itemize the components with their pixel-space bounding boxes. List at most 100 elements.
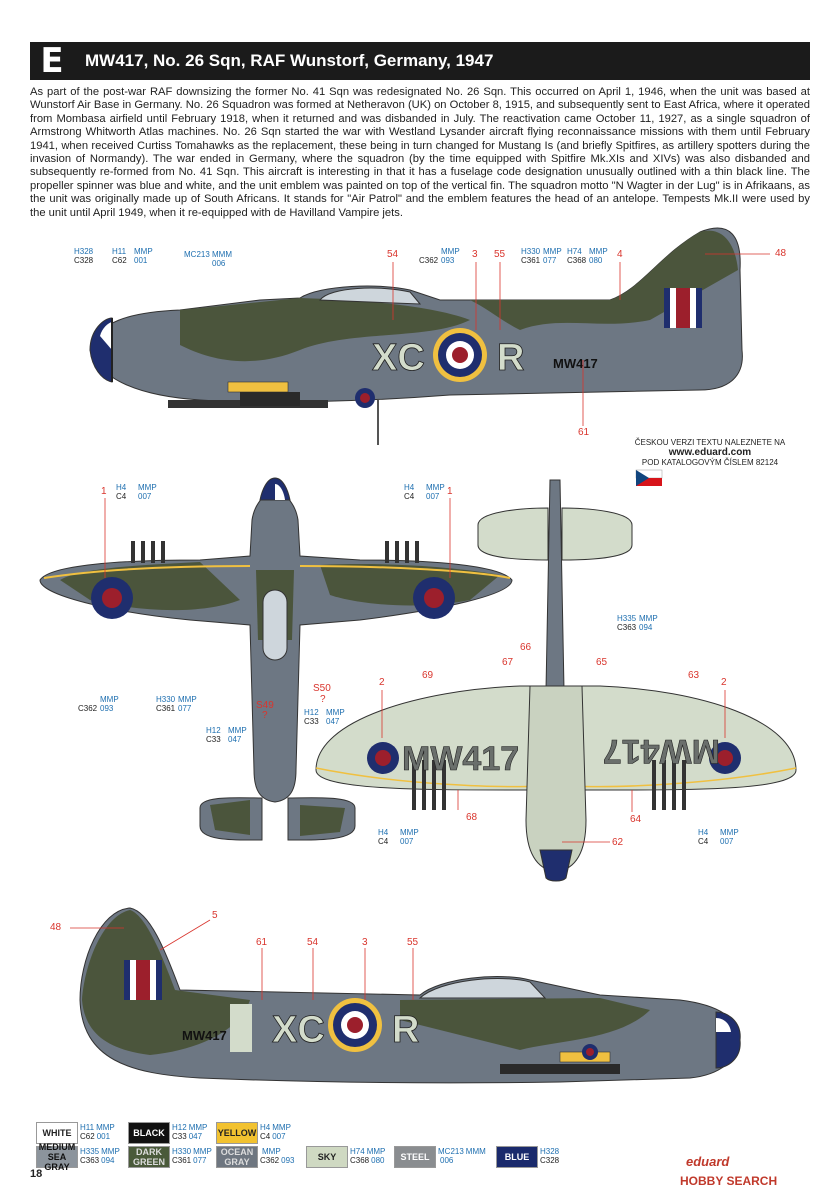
legend-hcode: H335 [80,1147,100,1156]
legend-ccode: C62 [80,1132,95,1141]
callout-s49-q: ? [262,710,268,721]
legend-swatch: WHITE [36,1122,78,1144]
code-left-side: XC [372,337,425,379]
legend-swatch: BLUE [496,1146,538,1168]
callout-lines [70,253,770,1000]
legend-ccode: C33 [172,1132,187,1141]
czech-note-line1: ČESKOU VERZI TEXTU NALEZNETE NA [634,438,786,447]
legend-swatch: DARK GREEN [128,1146,170,1168]
side-view-right: XC R MW417 [79,907,741,1084]
callout-54-b: 54 [307,937,319,948]
legend-mnum: 047 [188,1132,203,1141]
legend-hcode: MC213 [438,1147,464,1156]
legend-ccode: C362 [260,1156,280,1165]
callout-1-right: 1 [447,486,453,497]
code-right-side-r: R [392,1009,419,1051]
czech-note: ČESKOU VERZI TEXTU NALEZNETE NA www.edua… [630,438,790,468]
legend-hcode: H328 [540,1147,560,1156]
description-text: As part of the post-war RAF downsizing t… [30,86,810,219]
callout-3: 3 [472,249,478,260]
legend-mcode: MMP [96,1123,115,1132]
legend-swatch: SKY [306,1146,348,1168]
callout-66: 66 [520,642,532,653]
legend-swatch: OCEAN GRAY [216,1146,258,1168]
callout-48-b: 48 [50,922,62,933]
section-header: E MW417, No. 26 Sqn, RAF Wunstorf, Germa… [30,42,810,80]
legend-hcode: H4 [260,1123,271,1132]
color-label-blue: H328 C328 [74,247,94,265]
serial-underwing-right: MW417 [603,732,720,770]
legend-mcode: MMP [101,1147,120,1156]
callout-s50-q: ? [320,694,326,705]
callout-65: 65 [596,657,608,668]
callout-61-b: 61 [256,937,268,948]
legend-hcode: H12 [172,1123,187,1132]
watermark: HOBBY SEARCH [680,1174,778,1188]
legend-mcode: MMP [366,1147,386,1156]
legend-mcode: MMP [262,1147,281,1156]
legend-mcode: MMP [193,1147,212,1156]
section-title: MW417, No. 26 Sqn, RAF Wunstorf, Germany… [85,51,494,70]
section-letter: E [40,41,64,81]
callout-2-right: 2 [721,677,727,688]
legend-mnum: 006 [440,1156,454,1165]
callout-69: 69 [422,670,434,681]
callout-63: 63 [688,670,700,681]
callout-64: 64 [630,814,642,825]
legend-swatch: BLACK [128,1122,170,1144]
callout-s50: S50 [313,683,331,694]
serial-side: MW417 [553,356,598,371]
legend-ccode: C368 [350,1156,370,1165]
callout-68: 68 [466,812,478,823]
legend-mcode: MMM [465,1147,486,1156]
legend-hcode: H11 [80,1123,95,1132]
legend-mnum: 007 [272,1132,286,1141]
callout-s49: S49 [256,700,274,711]
legend-mnum: 093 [281,1156,295,1165]
legend-ccode: C363 [80,1156,100,1165]
callout-55: 55 [494,249,506,260]
callout-1-left: 1 [101,486,107,497]
legend-swatch: YELLOW [216,1122,258,1144]
callout-62: 62 [612,837,624,848]
czech-note-line2: POD KATALOGOVÝM ČÍSLEM 82124 [641,458,779,467]
callout-67: 67 [502,657,514,668]
callout-3-b: 3 [362,937,368,948]
callout-5: 5 [212,910,218,921]
legend-ccode: C361 [172,1156,192,1165]
callout-55-b: 55 [407,937,419,948]
callout-61: 61 [578,427,590,438]
legend-ccode: C4 [260,1132,271,1141]
legend-mnum: 094 [101,1156,115,1165]
plan-view-bottom: MW417 MW417 [315,479,797,882]
czech-note-url[interactable]: www.eduard.com [668,447,752,458]
code-right-side: R [497,337,524,379]
legend-hcode: H74 [350,1147,365,1156]
legend-hcode: H330 [172,1147,192,1156]
serial-side-r: MW417 [182,1028,227,1043]
callout-4: 4 [617,249,623,260]
legend-mnum: 001 [96,1132,111,1141]
callout-48: 48 [775,248,787,259]
